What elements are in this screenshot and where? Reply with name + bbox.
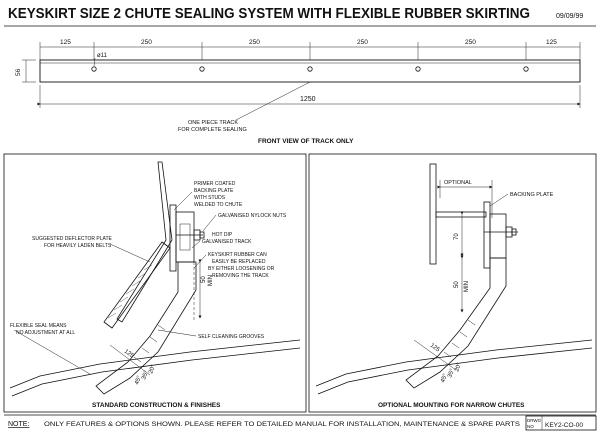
- spacing-label: 125: [546, 39, 557, 46]
- drawing-title: KEYSKIRT SIZE 2 CHUTE SEALING SYSTEM WIT…: [8, 6, 530, 22]
- bolt-hole: [307, 66, 313, 72]
- angle-35-label: 35°: [141, 370, 150, 381]
- footer-note-text: ONLY FEATURES & OPTIONS SHOWN. PLEASE RE…: [44, 421, 521, 428]
- grooves-note: SELF CLEANING GROOVES: [198, 334, 265, 340]
- bolt-hole: [523, 66, 529, 72]
- bolt-hole: [415, 66, 421, 72]
- angle-20-label: 20°: [454, 362, 463, 373]
- rubber-note-line: REMOVING THE TRACK: [212, 273, 269, 279]
- footer-note-label: NOTE:: [8, 421, 29, 428]
- track-callout-line2: FOR COMPLETE SEALING: [178, 127, 247, 133]
- drwg-number-box: [525, 415, 597, 431]
- spacing-label: 125: [60, 39, 71, 46]
- drawing-date: 09/09/99: [556, 13, 583, 20]
- optional-label: OPTIONAL: [444, 180, 472, 186]
- dim-125-label: 125: [123, 349, 135, 360]
- hole-diameter-label: ø11: [97, 53, 108, 59]
- bolt-hole: [199, 66, 205, 72]
- primer-note-line: WELDED TO CHUTE: [194, 202, 243, 208]
- angle-45-label: 45°: [440, 373, 449, 384]
- deflector-note-line: SUGGESTED DEFLECTOR PLATE: [32, 236, 112, 242]
- dim-50-label: 50: [201, 276, 207, 283]
- seal-note-line: FLEXIBLE SEAL MEANS: [10, 323, 67, 329]
- drwg-number: KEY2-CO-00: [545, 422, 583, 429]
- track-note-line: HOT DIP: [212, 232, 233, 238]
- rubber-note-line: KEYSKIRT RUBBER CAN: [208, 252, 267, 258]
- backing-plate-label: BACKING PLATE: [510, 192, 554, 198]
- dim-min-label: MIN: [464, 281, 470, 292]
- primer-note-line: WITH STUDS: [194, 195, 226, 201]
- bolt-hole: [91, 66, 97, 72]
- dim-min-label: MIN: [208, 275, 214, 286]
- dim-70-label: 70: [454, 233, 460, 240]
- drwg-label: DRWG: [527, 418, 542, 423]
- standard-panel-frame: [3, 153, 307, 413]
- standard-construction-detail: 50 MIN 125 20° 35° 45° PRIMER COATED BAC…: [9, 161, 301, 409]
- deflector-note-line: FOR HEAVILY LADEN BELTS: [44, 243, 112, 249]
- spacing-label: 250: [465, 39, 476, 46]
- track-callout-line1: ONE PIECE TRACK: [188, 120, 238, 126]
- front-view-caption: FRONT VIEW OF TRACK ONLY: [258, 138, 354, 145]
- seal-note-line: NO ADJUSTMENT AT ALL: [16, 330, 75, 336]
- angle-20-label: 20°: [148, 364, 157, 375]
- rubber-note-line: EASILY BE REPLACED: [212, 259, 266, 265]
- angle-45-label: 45°: [134, 375, 143, 386]
- optional-panel-caption: OPTIONAL MOUNTING FOR NARROW CHUTES: [378, 402, 525, 409]
- height-label: 56: [15, 68, 22, 76]
- primer-note-line: BACKING PLATE: [194, 188, 234, 194]
- primer-note-line: PRIMER COATED: [194, 181, 236, 187]
- spacing-label: 250: [249, 39, 260, 46]
- width-label: 1250: [300, 96, 316, 103]
- drwg-label: NO: [527, 424, 534, 429]
- track-note-line: GALVANISED TRACK: [202, 239, 252, 245]
- dim-125-label: 125: [429, 343, 441, 354]
- spacing-label: 250: [357, 39, 368, 46]
- front-view: 125 250 250 250 250 125 ø11 56 1250 ONE …: [15, 39, 581, 145]
- nylock-note: GALVANISED NYLOCK NUTS: [218, 213, 287, 219]
- rubber-note-line: BY EITHER LOOSENING OR: [208, 266, 275, 272]
- standard-panel-caption: STANDARD CONSTRUCTION & FINISHES: [92, 402, 221, 409]
- dim-50-label: 50: [454, 281, 460, 288]
- optional-mounting-detail: OPTIONAL BACKING PLATE 70 50 MIN 125 20°…: [315, 163, 593, 409]
- optional-panel-frame: [308, 153, 597, 413]
- angle-35-label: 35°: [447, 368, 456, 379]
- spacing-label: 250: [141, 39, 152, 46]
